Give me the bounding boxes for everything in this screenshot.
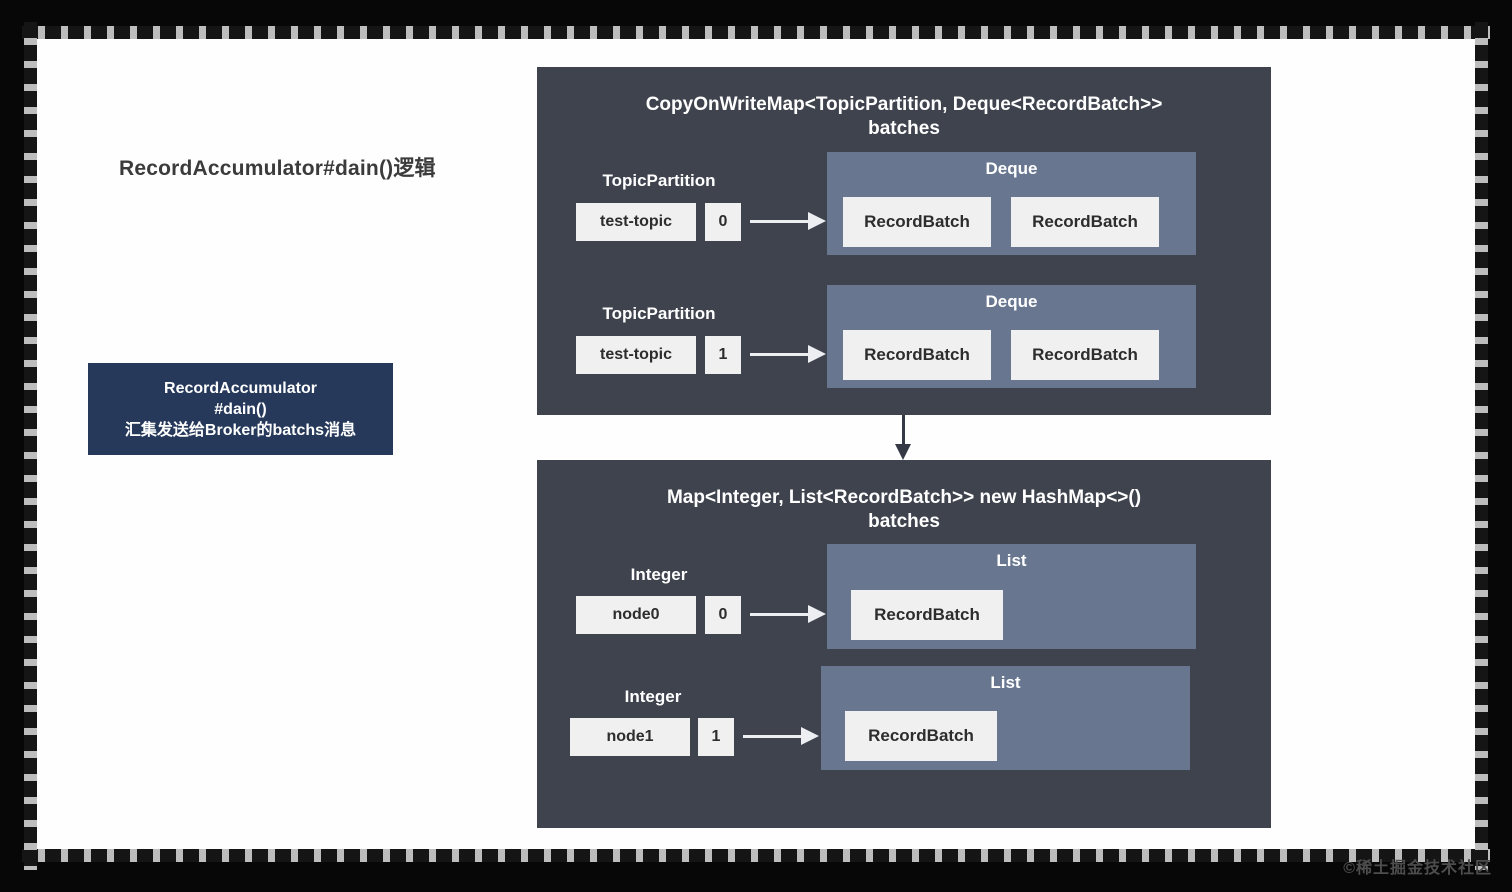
watermark: ©稀土掘金技术社区 — [1343, 860, 1492, 877]
key-box: test-topic — [576, 336, 696, 374]
list-label: List — [990, 673, 1021, 692]
copyonwritemap-panel: CopyOnWriteMap<TopicPartition, Deque<Rec… — [537, 67, 1271, 415]
summary-line-class: RecordAccumulator — [164, 379, 317, 397]
arrow-right-icon — [750, 345, 826, 363]
stitch-border-right — [1475, 22, 1488, 870]
partition-index-box: 0 — [705, 203, 741, 241]
arrow-right-icon — [743, 727, 819, 745]
stitch-border-top — [22, 26, 1490, 39]
arrow-down-icon — [895, 415, 911, 460]
key-type-label: TopicPartition — [602, 171, 716, 190]
key-box: test-topic — [576, 203, 696, 241]
record-batch-box: RecordBatch — [851, 590, 1003, 640]
stitch-border-bottom — [22, 849, 1490, 862]
partition-index-box: 1 — [705, 336, 741, 374]
record-accumulator-summary-box: RecordAccumulator #dain() 汇集发送给Broker的ba… — [88, 363, 393, 455]
hashmap-panel-title: Map<Integer, List<RecordBatch>> new Hash… — [537, 486, 1271, 534]
copyonwritemap-panel-title: CopyOnWriteMap<TopicPartition, Deque<Rec… — [537, 93, 1271, 141]
panel-title-line1: CopyOnWriteMap<TopicPartition, Deque<Rec… — [645, 94, 1163, 115]
key-box: node0 — [576, 596, 696, 634]
arrow-right-icon — [750, 212, 826, 230]
deque-box: Deque RecordBatch RecordBatch — [827, 152, 1196, 255]
page-title: RecordAccumulator#dain()逻辑 — [119, 157, 436, 180]
hashmap-panel: Map<Integer, List<RecordBatch>> new Hash… — [537, 460, 1271, 828]
deque-label: Deque — [985, 159, 1038, 178]
deque-label: Deque — [985, 292, 1038, 311]
key-type-label: Integer — [624, 687, 682, 706]
node-index-box: 0 — [705, 596, 741, 634]
panel-title-line2: batches — [868, 118, 940, 139]
summary-line-description: 汇集发送给Broker的batchs消息 — [124, 421, 357, 439]
panel-title-line1: Map<Integer, List<RecordBatch>> new Hash… — [666, 487, 1142, 508]
key-type-label: Integer — [630, 565, 688, 584]
summary-line-method: #dain() — [214, 400, 267, 418]
record-batch-box: RecordBatch — [843, 330, 991, 380]
stitch-border-left — [24, 22, 37, 870]
key-box: node1 — [570, 718, 690, 756]
arrow-right-icon — [750, 605, 826, 623]
deque-box: Deque RecordBatch RecordBatch — [827, 285, 1196, 388]
panel-title-line2: batches — [868, 511, 940, 532]
key-type-label: TopicPartition — [602, 304, 716, 323]
record-batch-box: RecordBatch — [843, 197, 991, 247]
list-box: List RecordBatch — [821, 666, 1190, 770]
record-batch-box: RecordBatch — [1011, 330, 1159, 380]
record-batch-box: RecordBatch — [1011, 197, 1159, 247]
record-batch-box: RecordBatch — [845, 711, 997, 761]
list-box: List RecordBatch — [827, 544, 1196, 649]
node-index-box: 1 — [698, 718, 734, 756]
list-label: List — [996, 551, 1027, 570]
